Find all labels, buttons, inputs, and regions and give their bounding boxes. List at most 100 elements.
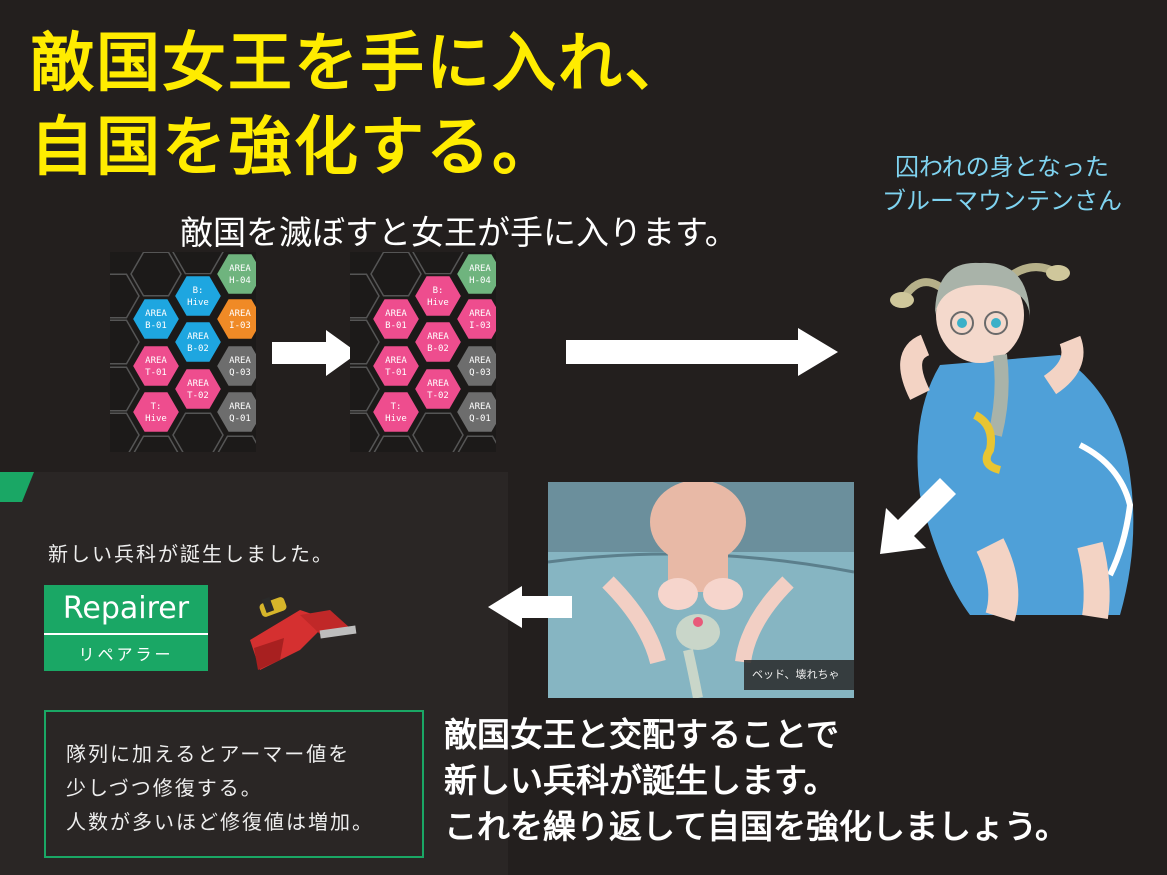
panel-corner-accent [0, 472, 34, 502]
character-caption: 囚われの身となった ブルーマウンテンさん [852, 150, 1152, 218]
hex-cell-label: AREA [145, 356, 167, 366]
hex-map-after-svg: AREAH-04B:HiveAREAB-01AREAI-03AREAB-02AR… [350, 252, 496, 452]
empty-hex-cell [172, 252, 224, 275]
hex-cell-label: Hive [145, 414, 167, 424]
bottom-line-1: 敵国女王と交配することで [444, 715, 840, 754]
hex-cell-label: AREA [385, 309, 407, 319]
arrow-right-long-icon [566, 328, 838, 376]
caption-line-2: ブルーマウンテンさん [882, 187, 1122, 215]
empty-hex-cell [412, 412, 464, 452]
hex-cell-label: AREA [229, 402, 251, 412]
hex-cell-shape [454, 390, 496, 434]
hex-cell[interactable]: B: Hive [172, 274, 224, 318]
subheading: 敵国を滅ぼすと女王が手に入ります。 [180, 213, 738, 252]
game-scene-screenshot: ベッド、壊れちゃう… [548, 482, 854, 698]
hex-cell-shape [130, 297, 182, 341]
hex-cell-label: AREA [385, 356, 407, 366]
hex-cell-label: Q-03 [229, 368, 251, 378]
hex-cell-label: AREA [427, 379, 449, 389]
bottom-explanation: 敵国女王と交配することで 新しい兵科が誕生します。 これを繰り返して自国を強化し… [444, 712, 1068, 850]
hex-cell-shape [370, 390, 422, 434]
hex-cell-shape [412, 274, 464, 318]
empty-hex-cell [110, 366, 140, 412]
hex-cell[interactable]: AREA B-01 [370, 297, 422, 341]
hex-cell-label: Hive [385, 414, 407, 424]
hex-cell-shape [172, 320, 224, 364]
arrow-down-left-icon [880, 478, 956, 554]
hex-cell-label: B-01 [145, 321, 167, 331]
hex-cell-label: AREA [229, 309, 251, 319]
hex-cell[interactable]: AREA B-02 [412, 320, 464, 364]
unit-name-kana: リペアラー [78, 645, 174, 664]
description-line-3: 人数が多いほど修復値は増加。 [66, 810, 374, 834]
hex-cell-label: B-01 [385, 321, 407, 331]
hex-cell-shape [454, 252, 496, 296]
hex-cell[interactable]: AREA T-01 [370, 344, 422, 388]
empty-hex-cell [110, 412, 140, 452]
empty-hex-cell [130, 252, 182, 297]
hex-cell-label: T-02 [187, 391, 209, 401]
badge-divider [44, 633, 208, 635]
scene-illustration [548, 482, 854, 698]
hex-cell[interactable]: AREA I-03 [454, 297, 496, 341]
hex-cell-label: Hive [187, 298, 209, 308]
hex-cell-shape [454, 297, 496, 341]
hex-cell[interactable]: T: Hive [370, 390, 422, 434]
hex-cell-label: AREA [427, 332, 449, 342]
description-line-2: 少しづつ修復する。 [66, 776, 263, 800]
hex-cell[interactable]: AREA T-02 [412, 367, 464, 411]
hex-cell[interactable]: B:Hive [412, 274, 464, 318]
hex-cell-label: AREA [469, 264, 491, 274]
empty-hex-cell [133, 435, 179, 452]
hex-cell-shape [370, 297, 422, 341]
headline-line-1: 敵国女王を手に入れ、 [30, 27, 691, 101]
empty-hex-cell [370, 252, 422, 297]
hex-cell[interactable]: T:Hive [130, 390, 182, 434]
empty-hex-cell [350, 273, 380, 319]
hex-cell-label: AREA [229, 356, 251, 366]
hex-cell-shape [172, 274, 224, 318]
hex-cell-label: I-03 [469, 321, 491, 331]
hex-cell-label: H-04 [469, 276, 491, 286]
empty-hex-cell [110, 319, 140, 365]
hex-cell-label: Hive [427, 298, 449, 308]
hex-cell-label: T-02 [427, 391, 449, 401]
hex-cell[interactable]: AREA H-04 [454, 252, 496, 296]
unit-name: Repairer [62, 591, 190, 626]
hex-cell-label: B-02 [187, 344, 209, 354]
empty-hex-cell [457, 435, 496, 452]
hex-cell[interactable]: AREA Q-03 [214, 344, 256, 388]
hex-cell-label: H-04 [229, 276, 251, 286]
bottom-line-3: これを繰り返して自国を強化しましょう。 [444, 807, 1069, 846]
hex-cell-label: T: [391, 402, 402, 412]
empty-hex-cell [373, 435, 419, 452]
hex-cell-label: Q-01 [469, 414, 491, 424]
description-line-1: 隊列に加えるとアーマー値を [66, 742, 351, 766]
empty-hex-cell [350, 319, 380, 365]
hex-cell-shape [454, 344, 496, 388]
hex-cell-shape [412, 320, 464, 364]
hex-cell-shape [412, 367, 464, 411]
hex-cell-label: T-01 [385, 368, 407, 378]
hex-cell-label: AREA [469, 356, 491, 366]
empty-hex-cell [350, 366, 380, 412]
hex-map-before-svg: AREAH-04B:HiveAREAB-01AREAI-03AREAB-02AR… [110, 252, 256, 452]
headline: 敵国女王を手に入れ、 自国を強化する。 [30, 22, 691, 190]
hex-cell-label: B: [193, 286, 204, 296]
empty-hex-cell [412, 252, 464, 275]
hex-cell-label: AREA [469, 309, 491, 319]
arrow-left-icon [488, 586, 572, 628]
unit-description-box: 隊列に加えるとアーマー値を 少しづつ修復する。 人数が多いほど修復値は増加。 [44, 710, 424, 858]
hex-cell-label: B-02 [427, 344, 449, 354]
